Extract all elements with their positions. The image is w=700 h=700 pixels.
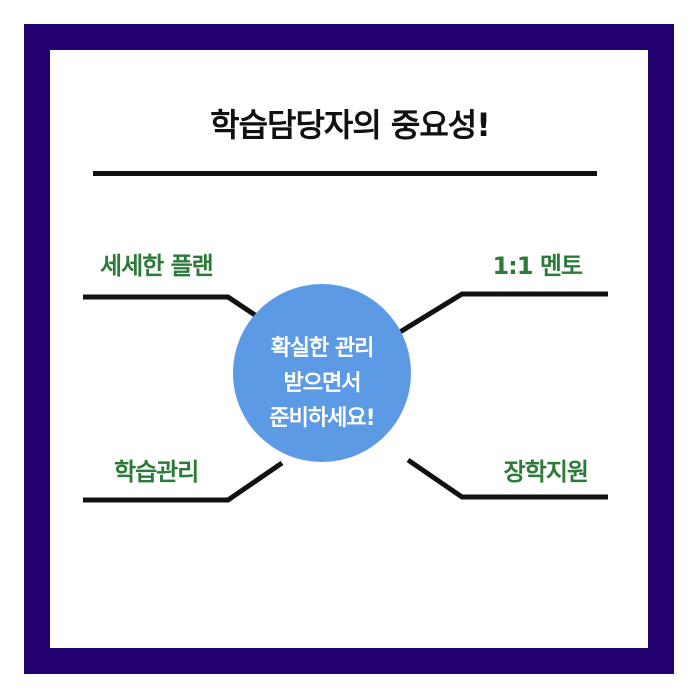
connector-bottom-right [406, 457, 608, 500]
branch-label-top-right: 1:1 멘토 [492, 252, 583, 280]
branch-label-bottom-left: 학습관리 [114, 458, 199, 486]
border-frame [24, 24, 674, 674]
connector-top-right [398, 291, 608, 335]
center-message: 확실한 관리 받으면서 준비하세요! [233, 331, 411, 436]
connector-bottom-left [83, 460, 284, 503]
diagram-title: 학습담당자의 중요성! [210, 106, 491, 144]
branch-label-top-left: 세세한 플랜 [100, 252, 214, 280]
center-line-1: 확실한 관리 [270, 336, 375, 361]
center-line-3: 준비하세요! [269, 406, 375, 431]
center-line-2: 받으면서 [283, 371, 362, 396]
branch-label-bottom-right: 장학지원 [503, 458, 589, 486]
center-circle [233, 284, 411, 462]
title-divider [93, 171, 597, 176]
